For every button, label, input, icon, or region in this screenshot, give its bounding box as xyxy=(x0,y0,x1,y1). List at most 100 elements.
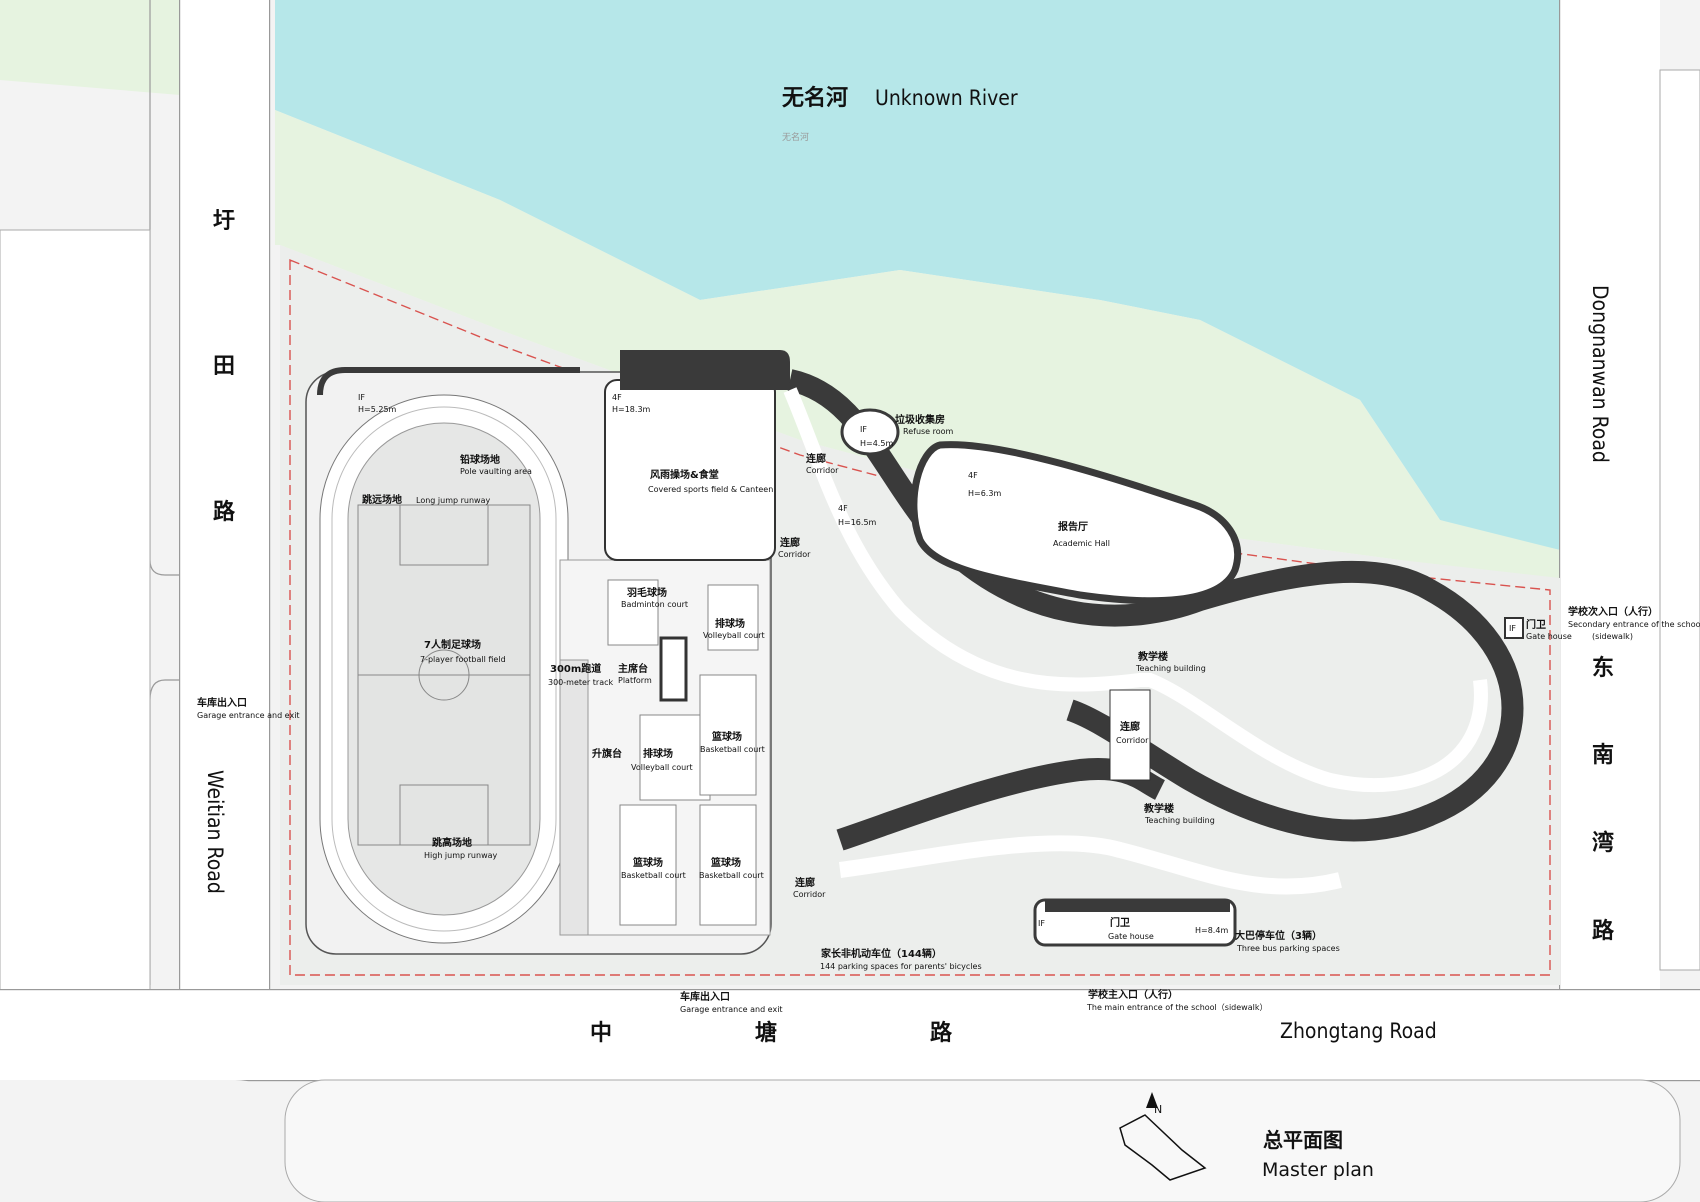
gate-s-cn: 门卫 xyxy=(1110,916,1130,929)
sec-entry-cn: 学校次入口（人行） xyxy=(1568,605,1658,618)
long-jump-cn: 跳远场地 xyxy=(362,493,402,506)
badminton-court xyxy=(607,579,659,646)
main-entry-en: The main entrance of the school（sidewalk… xyxy=(1086,1003,1267,1012)
west-road-right-edge xyxy=(269,0,271,990)
garage-s-cn: 车库出入口 xyxy=(680,990,730,1003)
academic-hall xyxy=(910,441,1242,605)
teach1-cn: 教学楼 xyxy=(1137,650,1168,663)
riverside-green-west xyxy=(0,0,180,95)
north-label: N xyxy=(1154,1103,1162,1116)
south-road-top-edge xyxy=(0,989,1700,991)
gate-s-en: Gate house xyxy=(1108,932,1154,941)
east-road-en: Dongnanwan Road xyxy=(1588,285,1612,463)
hall-cn: 报告厅 xyxy=(1058,520,1088,533)
stands xyxy=(559,659,589,936)
basket1-en: Basketball court xyxy=(700,745,765,754)
corridor1-cn: 连廊 xyxy=(806,452,826,465)
corridor2-en: Corridor xyxy=(778,550,811,559)
garage-w-en: Garage entrance and exit xyxy=(197,711,300,720)
teach1-en: Teaching building xyxy=(1135,664,1206,673)
football-goal-top xyxy=(399,504,489,566)
hall-en: Academic Hall xyxy=(1053,539,1110,548)
bike-en: 144 parking spaces for parents' bicycles xyxy=(820,962,982,971)
title-en: Master plan xyxy=(1262,1159,1374,1181)
west-road xyxy=(180,0,270,990)
football-centre-circle xyxy=(418,649,470,701)
refuse-floor: IF xyxy=(860,425,867,434)
west-road-cn-2: 田 xyxy=(213,354,235,379)
teaching-building-lower-inner xyxy=(839,835,1342,895)
basket3-en: Basketball court xyxy=(699,871,764,880)
track-lanes xyxy=(331,406,557,932)
volleyball1-en: Volleyball court xyxy=(703,631,765,640)
corridor3-en: Corridor xyxy=(1116,736,1149,745)
refuse-cn: 垃圾收集房 xyxy=(895,413,945,426)
basket2-cn: 篮球场 xyxy=(632,856,663,869)
corridor3-cn: 连廊 xyxy=(1120,720,1140,733)
south-road-cn-1: 中 xyxy=(590,1021,612,1046)
canteen-roof xyxy=(620,350,790,390)
football-en: 7-player football field xyxy=(420,655,506,664)
football-goal-bottom xyxy=(399,784,489,846)
football-cn: 7人制足球场 xyxy=(424,638,481,651)
gate-s-height: H=8.4m xyxy=(1195,926,1228,935)
south-road-cn-3: 路 xyxy=(930,1020,953,1046)
sec-entry-en2: (sidewalk) xyxy=(1592,632,1633,641)
teach2-en: Teaching building xyxy=(1144,816,1215,825)
south-road-en: Zhongtang Road xyxy=(1280,1019,1437,1043)
track-bldg-height: H=5.25m xyxy=(358,405,397,414)
pole-vault-cn: 铅球场地 xyxy=(460,453,500,466)
bike-cn: 家长非机动车位（144辆） xyxy=(821,947,942,960)
refuse-height: H=4.5m xyxy=(860,439,893,448)
gate-e-floor: IF xyxy=(1509,624,1516,633)
bus-cn: 大巴停车位（3辆） xyxy=(1235,929,1322,942)
badminton-en: Badminton court xyxy=(621,600,688,609)
track-en: 300-meter track xyxy=(548,678,613,687)
river-cn: 无名河 xyxy=(782,85,848,111)
refuse-en: Refuse room xyxy=(903,427,954,436)
gate-s-floor: IF xyxy=(1038,919,1045,928)
east-road-cn-1: 东 xyxy=(1592,655,1614,681)
basket2-en: Basketball court xyxy=(621,871,686,880)
corridor2-cn: 连廊 xyxy=(780,536,800,549)
canteen-floor: 4F xyxy=(612,393,622,402)
basketball-court-1 xyxy=(699,674,757,796)
teach-height: H=16.5m xyxy=(838,518,877,527)
river-small: 无名河 xyxy=(782,131,809,143)
main-entry-cn: 学校主入口（人行） xyxy=(1088,988,1178,1001)
volleyball2-en: Volleyball court xyxy=(631,763,693,772)
river xyxy=(275,0,1560,550)
high-jump-en: High jump runway xyxy=(424,851,498,860)
corridor4-en: Corridor xyxy=(793,890,826,899)
corridor1-en: Corridor xyxy=(806,466,839,475)
sec-entry-en1: Secondary entrance of the school xyxy=(1568,620,1700,629)
north-arrow-icon xyxy=(1119,1114,1207,1181)
south-road-cn-2: 塘 xyxy=(755,1020,777,1046)
teach2-cn: 教学楼 xyxy=(1143,802,1174,815)
garage-w-cn: 车库出入口 xyxy=(197,696,247,709)
east-road-cn-2: 南 xyxy=(1592,743,1614,768)
west-lot xyxy=(0,229,151,991)
canteen-cn: 风雨操场&食堂 xyxy=(650,468,719,481)
basketball-court-2 xyxy=(619,804,677,926)
gate-e-cn: 门卫 xyxy=(1526,618,1546,631)
hall-floor: 4F xyxy=(968,471,978,480)
gate-e-en: Gate house xyxy=(1526,632,1572,641)
flag-cn: 升旗台 xyxy=(592,747,622,760)
hall-height: H=6.3m xyxy=(968,489,1001,498)
volleyball-court-1 xyxy=(707,584,759,651)
teaching-building-south xyxy=(783,387,1488,793)
west-road-cn-3: 路 xyxy=(213,499,236,525)
west-road-cn-1: 圩 xyxy=(213,209,235,234)
south-road xyxy=(0,990,1700,1080)
long-jump-en: Long jump runway xyxy=(416,496,490,505)
south-lot xyxy=(284,1079,1681,1202)
high-jump-cn: 跳高场地 xyxy=(432,836,472,849)
title-cn: 总平面图 xyxy=(1263,1128,1343,1152)
canteen-en: Covered sports field & Canteen xyxy=(648,485,773,494)
basket3-cn: 篮球场 xyxy=(710,856,741,869)
east-road-cn-4: 路 xyxy=(1592,918,1615,944)
gate-house-south-roof xyxy=(1045,900,1230,912)
garage-s-en: Garage entrance and exit xyxy=(680,1005,783,1014)
east-lot xyxy=(1659,69,1700,971)
